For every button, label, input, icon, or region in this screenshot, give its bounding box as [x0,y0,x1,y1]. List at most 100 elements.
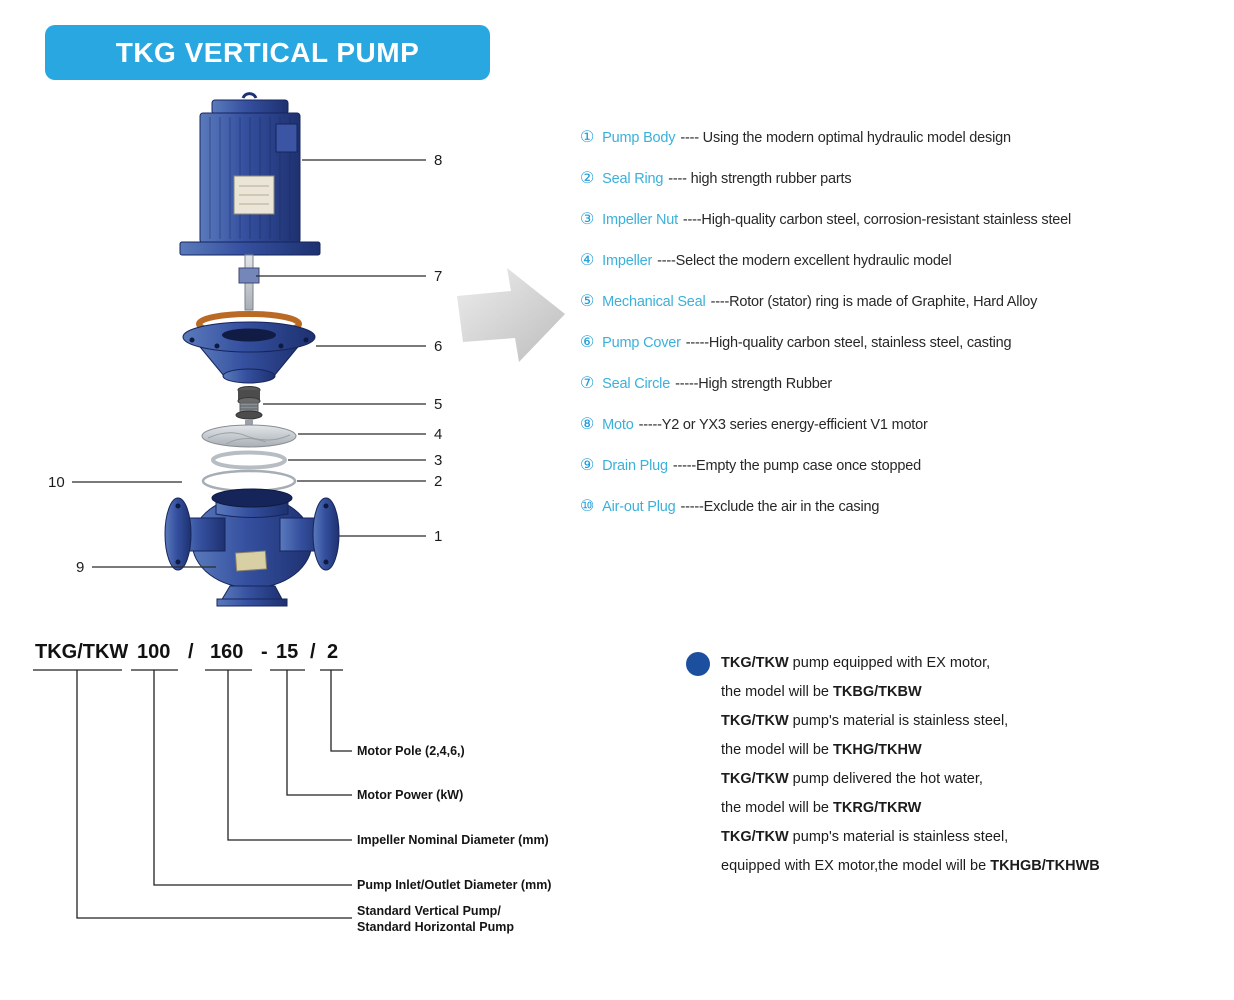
model-separator: - [261,641,268,663]
note-model: TKRG/TKRW [833,800,922,816]
note-line: TKG/TKW pump's material is stainless ste… [721,823,1226,852]
note-line: TKG/TKW pump's material is stainless ste… [721,707,1226,736]
part-name: Moto [602,417,634,433]
part-description: -----Exclude the air in the casing [680,499,880,515]
note-line: TKG/TKW pump equipped with EX motor, [721,649,1226,678]
pump-body-illustration [164,488,340,607]
note-text: pump equipped with EX motor, [788,655,991,671]
parts-list-item: ⑦ Seal Circle -----High strength Rubber [580,372,1234,396]
note-line: the model will be TKHG/TKHW [721,736,1226,765]
part-name: Pump Cover [602,335,681,351]
motor-terminal-box [275,123,298,153]
model-segment-impeller: 160 [210,641,244,663]
callout-6: 6 [434,338,442,355]
page-title: TKG VERTICAL PUMP [115,36,420,68]
callout-7: 7 [434,268,442,285]
inlet-flange [164,497,192,571]
circled-number-icon: ① [580,129,595,146]
circled-number-icon: ⑦ [580,375,595,392]
note-model: TKHG/TKHW [833,742,922,758]
part-description: ---- Using the modern optimal hydraulic … [680,130,1011,146]
shaft-illustration [238,254,260,311]
part-description: ----Rotor (stator) ring is made of Graph… [710,294,1038,310]
body-nameplate [234,550,268,572]
label-inlet-outlet: Pump Inlet/Outlet Diameter (mm) [357,878,552,892]
part-description: -----High-quality carbon steel, stainles… [685,335,1012,351]
part-description: ---- high strength rubber parts [668,171,852,187]
page-title-badge: TKG VERTICAL PUMP [45,25,490,80]
bullet-icon [686,652,710,676]
part-description: ----High-quality carbon steel, corrosion… [682,212,1072,228]
part-name: Pump Body [602,130,676,146]
label-standard-horizontal: Standard Horizontal Pump [357,920,514,934]
circled-number-icon: ⑩ [580,498,595,515]
circled-number-icon: ⑨ [580,457,595,474]
model-segment-inlet: 100 [137,641,171,663]
parts-list-item: ① Pump Body ---- Using the modern optima… [580,126,1234,150]
parts-list-item: ⑤ Mechanical Seal ----Rotor (stator) rin… [580,290,1234,314]
mechanical-seal-illustration [235,386,263,420]
callout-8: 8 [434,152,442,169]
notes-text: TKG/TKW pump equipped with EX motor, the… [721,649,1226,881]
parts-list-item: ③ Impeller Nut ----High-quality carbon s… [580,208,1234,232]
callout-4: 4 [434,426,442,443]
note-line: the model will be TKBG/TKBW [721,678,1226,707]
part-description: -----Empty the pump case once stopped [672,458,921,474]
pump-exploded-diagram: 8 7 6 5 4 3 2 1 10 9 [48,92,442,607]
model-segment-power: 15 [276,641,299,663]
part-name: Seal Circle [602,376,671,392]
callout-lines [72,159,426,568]
parts-list-item: ⑥ Pump Cover -----High-quality carbon st… [580,331,1234,355]
part-description: ----Select the modern excellent hydrauli… [657,253,952,269]
note-text: pump's material is stainless steel, [788,713,1009,729]
note-text: pump delivered the hot water, [788,771,983,787]
label-motor-power: Motor Power (kW) [357,788,464,802]
note-line: the model will be TKRG/TKRW [721,794,1226,823]
label-standard-vertical: Standard Vertical Pump/ [357,904,501,918]
note-series: TKG/TKW [721,713,789,729]
note-text: the model will be [721,684,834,700]
callout-numbers: 8 7 6 5 4 3 2 1 10 9 [48,152,442,576]
note-text: the model will be [721,742,834,758]
circled-number-icon: ⑧ [580,416,595,433]
circled-number-icon: ④ [580,252,595,269]
parts-list-item: ② Seal Ring ---- high strength rubber pa… [580,167,1234,191]
circled-number-icon: ⑥ [580,334,595,351]
note-series: TKG/TKW [721,829,789,845]
part-name: Mechanical Seal [602,294,706,310]
note-series: TKG/TKW [721,655,789,671]
circled-number-icon: ② [580,170,595,187]
circled-number-icon: ⑤ [580,293,595,310]
part-name: Drain Plug [602,458,668,474]
note-text: equipped with EX motor,the model will be [721,858,991,874]
parts-list-item: ⑧ Moto -----Y2 or YX3 series energy-effi… [580,413,1234,437]
parts-list: ① Pump Body ---- Using the modern optima… [580,126,1234,536]
callout-9: 9 [76,559,84,576]
label-motor-pole: Motor Pole (2,4,6,) [357,744,465,758]
parts-list-item: ⑩ Air-out Plug -----Exclude the air in t… [580,495,1234,519]
callout-10: 10 [48,474,65,491]
outlet-flange [312,497,340,571]
part-description: -----Y2 or YX3 series energy-efficient V… [638,417,928,433]
model-segment-pole: 2 [327,641,339,663]
label-impeller-diameter: Impeller Nominal Diameter (mm) [357,833,549,847]
model-separator: / [310,641,316,663]
model-separator: / [188,641,194,663]
circled-number-icon: ③ [580,211,595,228]
seal-ring-illustration [211,450,287,470]
part-name: Air-out Plug [602,499,676,515]
callout-5: 5 [434,396,442,413]
callout-1: 1 [434,528,442,545]
arrow-right-icon [457,268,565,362]
note-text: the model will be [721,800,834,816]
part-description: -----High strength Rubber [675,376,833,392]
o-ring-illustration [201,469,297,493]
note-text: pump's material is stainless steel, [788,829,1009,845]
note-line: TKG/TKW pump delivered the hot water, [721,765,1226,794]
note-model: TKHGB/TKHWB [990,858,1100,874]
callout-2: 2 [434,473,442,490]
pump-cover-illustration [182,311,316,384]
part-name: Seal Ring [602,171,664,187]
note-line: equipped with EX motor,the model will be… [721,852,1226,881]
parts-list-item: ④ Impeller ----Select the modern excelle… [580,249,1234,273]
